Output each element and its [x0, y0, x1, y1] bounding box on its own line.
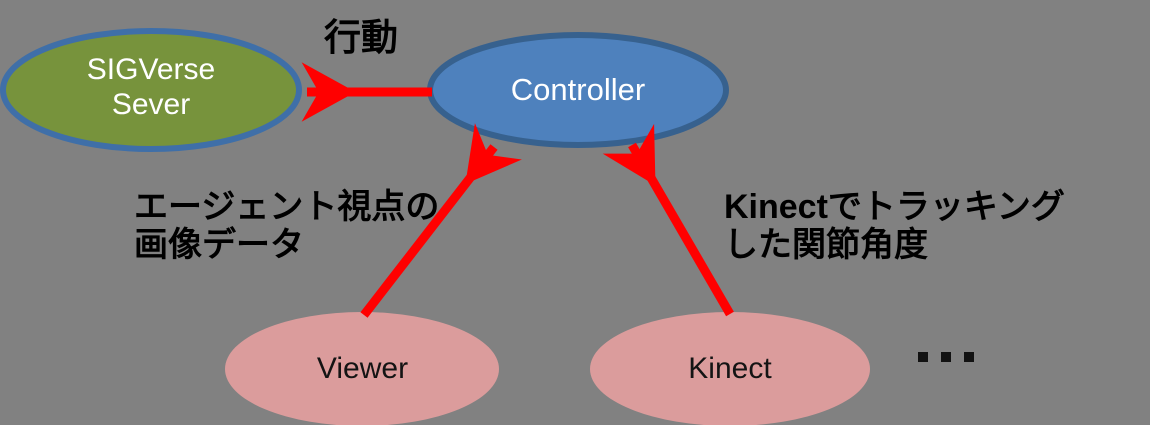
node-kinect[interactable]	[590, 312, 870, 425]
more-sensors-ellipsis	[918, 352, 974, 362]
ellipsis-dot-3	[964, 352, 974, 362]
edge-label-kinect-joint-angle: Kinectでトラッキング した関節角度	[724, 188, 1065, 265]
node-sigverse-server[interactable]	[0, 28, 302, 152]
node-controller[interactable]	[427, 32, 729, 148]
node-viewer[interactable]	[225, 312, 499, 425]
edge-kinect-to-controller	[602, 123, 734, 317]
edge-label-agent-image-data: エージェント視点の 画像データ	[134, 188, 440, 265]
edge-viewer-to-controller	[360, 123, 522, 318]
ellipsis-dot-1	[918, 352, 928, 362]
edge-label-action: 行動	[324, 17, 398, 58]
ellipsis-dot-2	[941, 352, 951, 362]
